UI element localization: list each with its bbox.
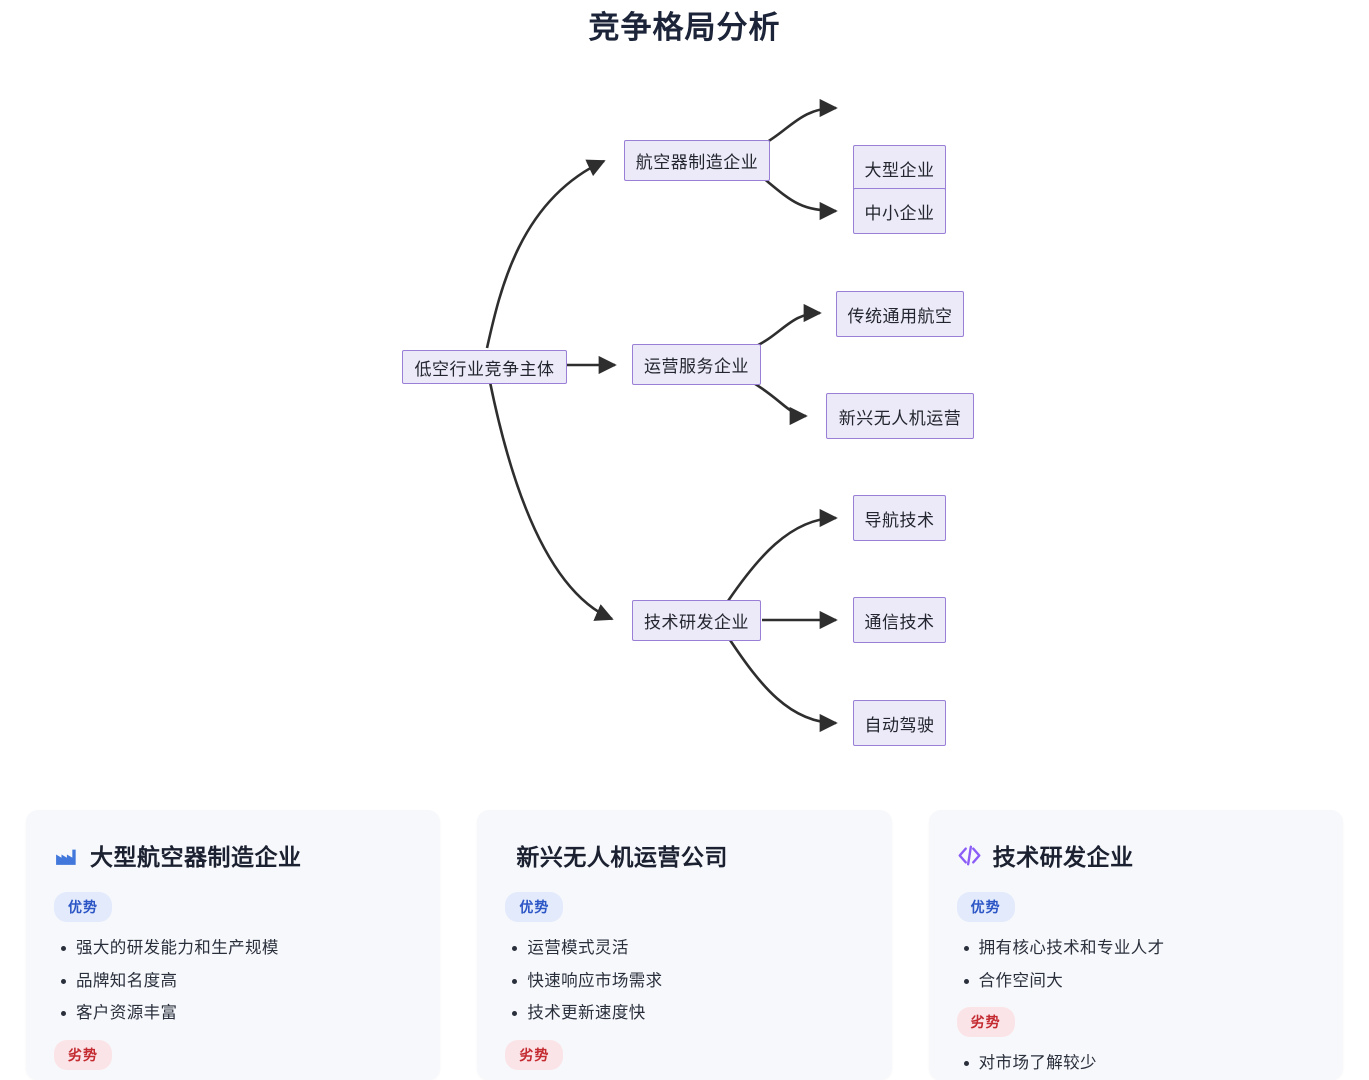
node-sme[interactable]: 中小企业 <box>853 188 946 234</box>
edge-mfg-to-large <box>761 98 838 147</box>
list-item: 对市场了解较少 <box>963 1047 1315 1080</box>
node-sme-label: 中小企业 <box>864 203 935 223</box>
edge-mfg-to-sme <box>761 175 838 221</box>
profile-card-rnd[interactable]: 技术研发企业 优势 拥有核心技术和专业人才 合作空间大 劣势 对市场了解较少 <box>928 810 1343 1080</box>
competitive-landscape-diagram: 低空行业竞争主体 航空器制造企业 大型企业 中小企业 运营服务企业 传统通用航空… <box>0 60 1369 780</box>
node-large[interactable]: 大型企业 <box>853 145 946 191</box>
node-auto[interactable]: 自动驾驶 <box>853 700 946 746</box>
advantage-badge: 优势 <box>54 892 112 922</box>
edge-root-to-mfg <box>485 159 606 349</box>
card-header: 新兴无人机运营公司 <box>505 838 863 872</box>
list-item: 拥有核心技术和专业人才 <box>963 932 1315 965</box>
disadvantage-badge: 劣势 <box>54 1039 112 1070</box>
edge-ops-to-uav <box>751 380 808 426</box>
card-header: 大型航空器制造企业 <box>54 838 412 872</box>
card-title: 大型航空器制造企业 <box>90 845 302 870</box>
card-header: 技术研发企业 <box>957 838 1315 872</box>
disadvantage-badge: 劣势 <box>956 1007 1015 1038</box>
list-item: 客户资源丰富 <box>60 997 412 1030</box>
profile-card-manufacturer[interactable]: 大型航空器制造企业 优势 强大的研发能力和生产规模 品牌知名度高 客户资源丰富 … <box>26 810 441 1080</box>
disadvantage-list: 对市场了解较少 <box>957 1047 1315 1080</box>
node-nav-label: 导航技术 <box>864 510 935 530</box>
node-ga-label: 传统通用航空 <box>847 306 953 326</box>
node-rnd-label: 技术研发企业 <box>644 613 749 632</box>
factory-icon <box>54 843 79 868</box>
list-item: 强大的研发能力和生产规模 <box>60 932 412 965</box>
profile-card-drone-operator[interactable]: 新兴无人机运营公司 优势 运营模式灵活 快速响应市场需求 技术更新速度快 劣势 <box>477 810 892 1080</box>
node-root[interactable]: 低空行业竞争主体 <box>402 350 567 384</box>
node-comm[interactable]: 通信技术 <box>853 597 946 643</box>
diagram-edges <box>485 98 838 733</box>
node-rnd[interactable]: 技术研发企业 <box>632 600 761 641</box>
node-uav[interactable]: 新兴无人机运营 <box>826 393 974 439</box>
node-ga[interactable]: 传统通用航空 <box>836 291 964 337</box>
advantage-badge: 优势 <box>956 892 1015 922</box>
page-title: 竞争格局分析 <box>588 10 781 45</box>
code-icon <box>957 843 982 868</box>
node-comm-label: 通信技术 <box>864 612 935 632</box>
node-large-label: 大型企业 <box>864 160 935 180</box>
disadvantage-badge: 劣势 <box>505 1039 564 1070</box>
advantage-list: 拥有核心技术和专业人才 合作空间大 <box>957 932 1315 997</box>
node-auto-label: 自动驾驶 <box>864 715 935 735</box>
card-title: 技术研发企业 <box>992 845 1134 870</box>
node-mfg-label: 航空器制造企业 <box>635 153 759 172</box>
list-item: 运营模式灵活 <box>512 932 863 965</box>
list-item: 快速响应市场需求 <box>512 965 863 998</box>
profile-card-list: 大型航空器制造企业 优势 强大的研发能力和生产规模 品牌知名度高 客户资源丰富 … <box>26 810 1343 1080</box>
node-root-label: 低空行业竞争主体 <box>414 359 555 379</box>
list-item: 品牌知名度高 <box>60 965 412 998</box>
list-item: 合作空间大 <box>963 965 1315 998</box>
card-title: 新兴无人机运营公司 <box>516 845 728 870</box>
advantage-list: 运营模式灵活 快速响应市场需求 技术更新速度快 <box>505 932 863 1030</box>
node-nav[interactable]: 导航技术 <box>853 495 946 541</box>
edge-ops-to-ga <box>751 303 822 350</box>
node-ops-label: 运营服务企业 <box>644 357 749 376</box>
edge-rnd-to-nav <box>726 508 838 602</box>
edge-rnd-to-auto <box>728 639 838 733</box>
node-uav-label: 新兴无人机运营 <box>838 408 962 428</box>
advantage-list: 强大的研发能力和生产规模 品牌知名度高 客户资源丰富 <box>54 932 412 1030</box>
node-mfg[interactable]: 航空器制造企业 <box>624 140 770 181</box>
edge-root-to-rnd <box>488 381 614 621</box>
list-item: 技术更新速度快 <box>512 997 863 1030</box>
node-ops[interactable]: 运营服务企业 <box>632 344 761 385</box>
advantage-badge: 优势 <box>505 892 564 922</box>
